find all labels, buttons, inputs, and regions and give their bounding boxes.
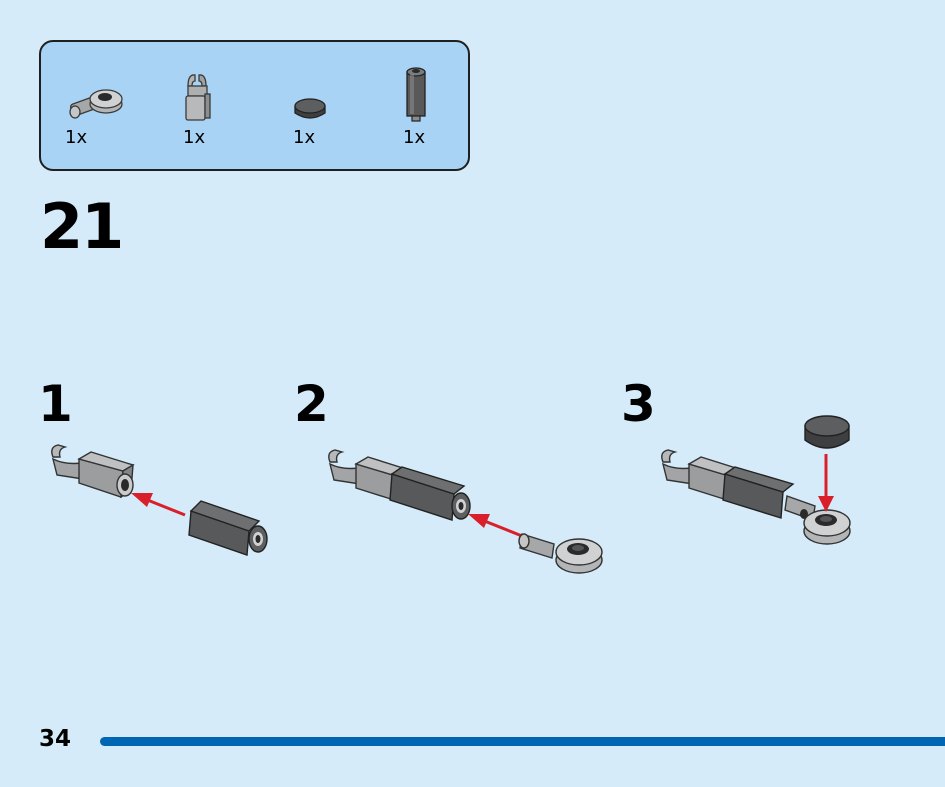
- parts-list-item: 1x: [63, 82, 133, 162]
- clip-cylinder-socket-assembly: [661, 449, 851, 545]
- substep-3-illustration: [661, 415, 851, 545]
- substep-number-3: 3: [621, 375, 656, 433]
- parts-list-item: 1x: [291, 97, 341, 162]
- assembly-arrow: [131, 493, 186, 517]
- socket-with-round-plate-part: [518, 533, 603, 574]
- clip-cylinder-assembly: [328, 449, 471, 521]
- clip-connector-icon: [185, 74, 211, 121]
- substep-2-illustration: [328, 449, 603, 574]
- socket-with-round-plate-icon: [69, 89, 123, 119]
- part-quantity: 1x: [65, 127, 88, 148]
- part-quantity: 1x: [403, 127, 426, 148]
- substep-1-illustration: [51, 444, 268, 556]
- round-tile-icon: [294, 98, 326, 119]
- footer-bar: [100, 737, 945, 746]
- dark-cylinder-part: [188, 500, 268, 556]
- part-quantity: 1x: [293, 127, 316, 148]
- round-tile-part: [804, 415, 850, 449]
- assembly-arrow: [468, 514, 523, 538]
- parts-list-item: 1x: [401, 66, 451, 162]
- page-number: 34: [39, 726, 72, 752]
- assembly-arrow: [818, 454, 834, 512]
- dark-cylinder-icon: [406, 67, 426, 122]
- clip-part: [51, 444, 135, 499]
- parts-list-box: 1x 1x 1x 1x: [39, 40, 470, 171]
- substep-number-2: 2: [294, 375, 329, 433]
- substep-number-1: 1: [38, 375, 73, 433]
- part-quantity: 1x: [183, 127, 206, 148]
- step-number: 21: [40, 190, 124, 263]
- parts-list-item: 1x: [181, 72, 231, 162]
